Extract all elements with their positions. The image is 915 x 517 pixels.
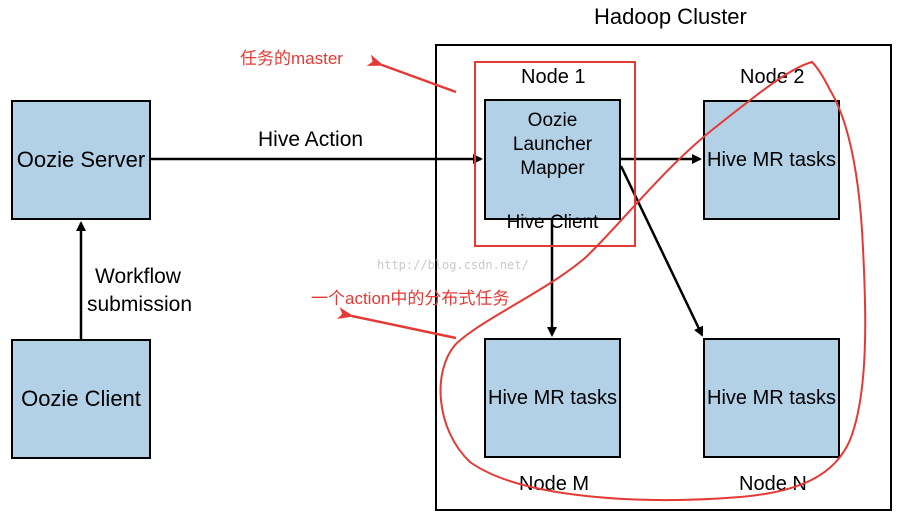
hive-action-label: Hive Action	[258, 128, 364, 151]
launcher-line-2: Mapper	[520, 158, 585, 179]
node2-label: Node 2	[740, 66, 805, 88]
workflow-label-line1: Workflow	[95, 265, 181, 288]
nodeN-label: Node N	[739, 473, 807, 495]
oozie-server-label: Oozie Server	[16, 147, 146, 172]
launcher-line-1: Oozie Launcher	[512, 110, 593, 155]
nodeM-label: Node M	[519, 473, 590, 495]
node2-tasks-label: Hive MR tasks	[707, 148, 836, 171]
nodeN-hive-tasks-box: Hive MR tasks	[703, 338, 840, 458]
node1-label: Node 1	[521, 66, 586, 88]
hadoop-cluster-frame	[435, 44, 892, 511]
distributed-annotation-arrow	[337, 307, 457, 340]
watermark-text: http://blog.csdn.net/	[377, 258, 529, 272]
oozie-client-label: Oozie Client	[21, 386, 141, 411]
distributed-annotation: 一个action中的分布式任务	[311, 289, 510, 308]
master-highlight-rect	[474, 61, 636, 247]
distributed-highlight-loop	[439, 60, 867, 501]
workflow-label-line2: submission	[87, 293, 193, 316]
nodeM-tasks-label: Hive MR tasks	[488, 386, 617, 409]
cluster-title: Hadoop Cluster	[594, 4, 747, 29]
launcher-to-nodeN-arrow	[619, 165, 704, 337]
nodeM-hive-tasks-box: Hive MR tasks	[484, 338, 621, 458]
oozie-client-box: Oozie Client	[11, 339, 151, 459]
master-annotation: 任务的master	[240, 49, 343, 68]
oozie-launcher-box: Oozie Launcher Mapper Hive Client	[484, 99, 621, 233]
nodeN-tasks-label: Hive MR tasks	[707, 386, 836, 409]
oozie-server-box: Oozie Server	[11, 100, 151, 220]
master-annotation-arrow	[366, 54, 457, 94]
